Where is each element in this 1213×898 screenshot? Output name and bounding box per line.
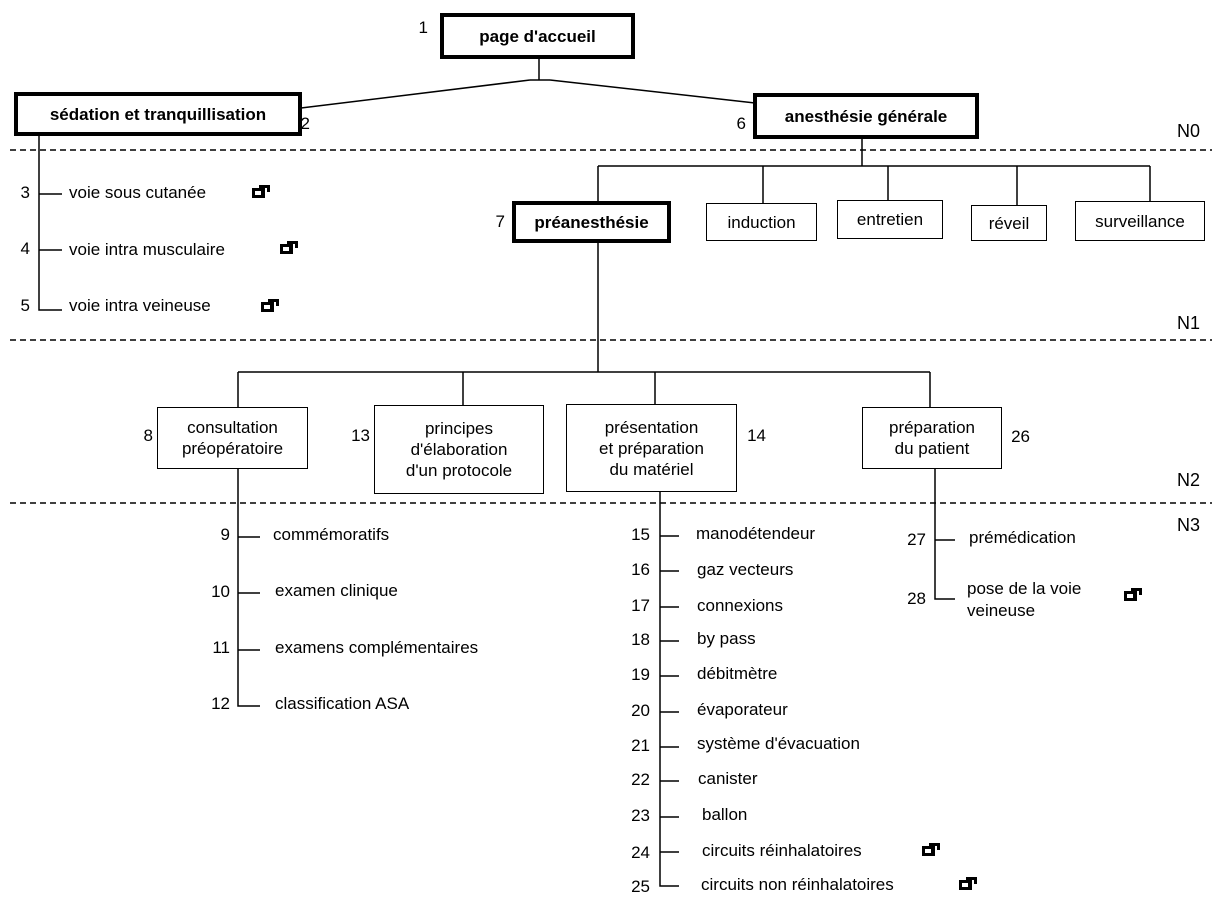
node-label-line: principes	[424, 419, 494, 438]
node-number: 19	[631, 665, 650, 684]
node-number: 11	[212, 638, 230, 657]
node-number: 5	[20, 296, 30, 315]
node-number: 22	[631, 770, 650, 789]
level-label-n1: N1	[1177, 313, 1201, 333]
video-camera-icon[interactable]	[260, 298, 280, 313]
node-number: 2	[300, 114, 310, 133]
level-label-n2: N2	[1177, 470, 1201, 490]
node-label-line: d'élaboration	[410, 440, 508, 459]
leaf-ballon[interactable]: ballon	[702, 805, 748, 824]
leaf-canister[interactable]: canister	[698, 769, 758, 788]
node-number: 1	[418, 18, 428, 37]
node-number: 3	[20, 183, 30, 202]
video-camera-icon[interactable]	[1123, 587, 1143, 602]
node-induction[interactable]: induction	[706, 203, 817, 241]
leaf-label-line: pose de la voie	[967, 579, 1082, 598]
node-consultation-preoperatoire[interactable]: consultation préopératoire	[157, 407, 308, 469]
leaf-connexions[interactable]: connexions	[697, 596, 784, 615]
node-entretien[interactable]: entretien	[837, 200, 943, 239]
node-number: 21	[631, 736, 650, 755]
leaf-commemoratifs[interactable]: commémoratifs	[273, 525, 390, 544]
level-label-n0: N0	[1177, 121, 1201, 141]
node-number: 26	[1011, 427, 1030, 446]
node-reveil[interactable]: réveil	[971, 205, 1047, 241]
level-label-n3: N3	[1177, 515, 1201, 535]
leaf-examen-clinique[interactable]: examen clinique	[275, 581, 398, 600]
node-label-line: d'un protocole	[405, 461, 513, 480]
node-number: 15	[631, 525, 650, 544]
node-number: 20	[631, 701, 650, 720]
node-preparation-patient[interactable]: préparation du patient	[862, 407, 1002, 469]
node-label-line: présentation	[604, 417, 699, 437]
node-label-line: préopératoire	[181, 439, 284, 458]
node-label-line: préparation	[888, 418, 975, 437]
leaf-by-pass[interactable]: by pass	[697, 629, 756, 648]
video-camera-icon[interactable]	[921, 842, 941, 857]
video-camera-icon[interactable]	[279, 240, 299, 255]
node-label-line: du matériel	[609, 459, 694, 479]
node-page-accueil[interactable]: page d'accueil	[440, 13, 635, 59]
node-number: 8	[143, 426, 153, 445]
node-number: 4	[20, 239, 30, 258]
video-camera-icon[interactable]	[958, 876, 978, 891]
leaf-voie-intra-veineuse[interactable]: voie intra veineuse	[69, 296, 211, 315]
leaf-classification-asa[interactable]: classification ASA	[275, 694, 410, 713]
node-principes-protocole[interactable]: principes d'élaboration d'un protocole	[374, 405, 544, 494]
node-number: 25	[631, 877, 650, 896]
leaf-debitmetre[interactable]: débitmètre	[697, 664, 778, 683]
node-label-line: et préparation	[599, 438, 704, 458]
node-number: 13	[351, 426, 370, 445]
node-surveillance[interactable]: surveillance	[1075, 201, 1205, 241]
node-preanesthesie[interactable]: préanesthésie	[512, 201, 671, 243]
video-camera-icon[interactable]	[251, 184, 271, 199]
node-number: 27	[907, 530, 926, 549]
node-label-line: consultation	[187, 418, 278, 437]
leaf-gaz-vecteurs[interactable]: gaz vecteurs	[697, 560, 794, 579]
leaf-voie-sous-cutanee[interactable]: voie sous cutanée	[69, 183, 207, 202]
node-number: 24	[631, 843, 650, 862]
node-number: 6	[736, 114, 746, 133]
leaf-premedication[interactable]: prémédication	[969, 528, 1076, 547]
node-label-line: du patient	[894, 439, 970, 458]
node-number: 17	[631, 596, 650, 615]
leaf-circuits-reinhalatoires[interactable]: circuits réinhalatoires	[702, 841, 862, 860]
node-number: 18	[631, 630, 650, 649]
leaf-circuits-non-reinhalatoires[interactable]: circuits non réinhalatoires	[701, 875, 894, 894]
node-number: 28	[907, 589, 926, 608]
node-sedation-tranquillisation[interactable]: sédation et tranquillisation	[14, 92, 302, 136]
leaf-label-line: veineuse	[967, 601, 1036, 620]
node-number: 9	[220, 525, 230, 544]
node-number: 16	[631, 560, 650, 579]
leaf-systeme-evacuation[interactable]: système d'évacuation	[697, 734, 860, 753]
leaf-evaporateur[interactable]: évaporateur	[697, 700, 788, 719]
node-number: 12	[211, 694, 230, 713]
leaf-manodetendeur[interactable]: manodétendeur	[696, 524, 816, 543]
leaf-examens-complementaires[interactable]: examens complémentaires	[275, 638, 479, 657]
node-number: 7	[495, 212, 505, 231]
leaf-voie-intra-musculaire[interactable]: voie intra musculaire	[69, 240, 225, 259]
node-anesthesie-generale[interactable]: anesthésie générale	[753, 93, 979, 139]
node-number: 10	[211, 582, 230, 601]
node-number: 14	[747, 426, 766, 445]
node-presentation-materiel[interactable]: présentation et préparation du matériel	[566, 404, 737, 492]
node-number: 23	[631, 806, 650, 825]
leaf-pose-voie-veineuse[interactable]: pose de la voie veineuse	[967, 578, 1081, 622]
